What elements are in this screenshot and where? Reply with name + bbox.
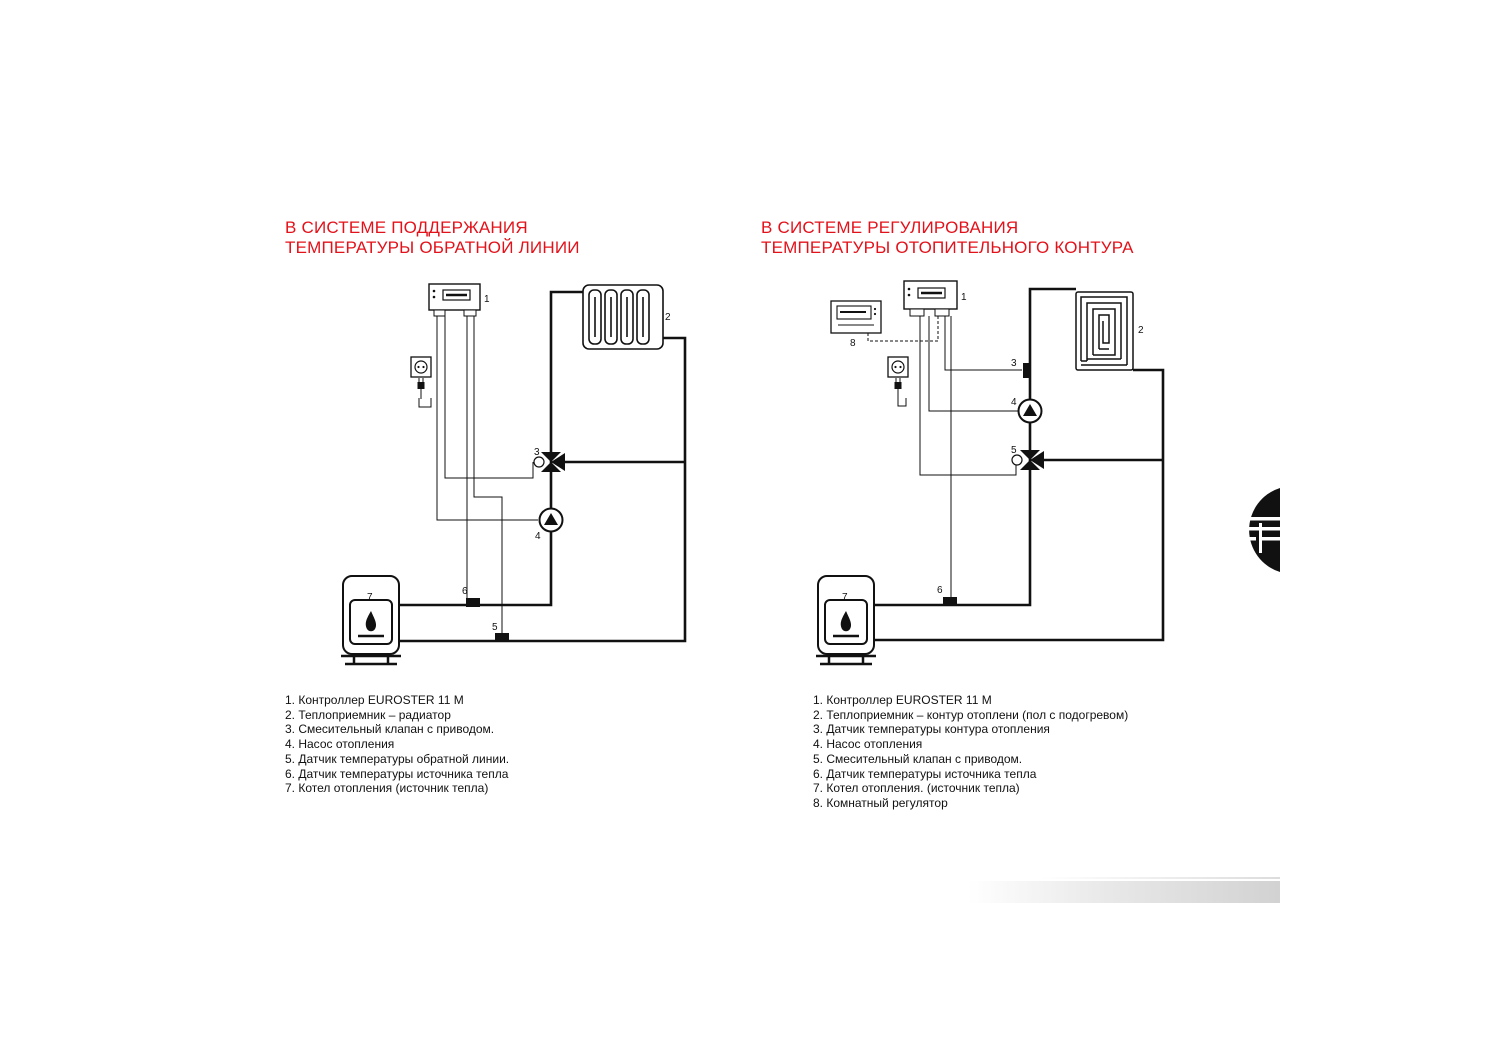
left-legend-item: 5. Датчик температуры обратной линии. xyxy=(285,751,510,766)
right-room-regulator xyxy=(830,300,882,334)
right-label-4: 4 xyxy=(1011,397,1017,408)
left-title-line2: ТЕМПЕРАТУРЫ ОБРАТНОЙ ЛИНИИ xyxy=(285,238,580,257)
right-socket-icon xyxy=(887,356,909,400)
edge-tab-icon xyxy=(1236,488,1280,572)
right-floor-coil xyxy=(1075,291,1134,371)
left-wiring xyxy=(418,316,538,633)
right-legend-item: 1. Контроллер EUROSTER 11 M xyxy=(813,693,992,707)
left-sensor-return xyxy=(495,633,509,642)
right-label-1: 1 xyxy=(961,292,967,303)
right-mixing-valve xyxy=(1020,450,1044,470)
left-legend-item: 1. Контроллер EUROSTER 11 M xyxy=(285,693,464,707)
left-legend: 1. Контроллер EUROSTER 11 M 2. Теплоприе… xyxy=(285,693,509,796)
right-title-line2: ТЕМПЕРАТУРЫ ОТОПИТЕЛЬНОГО КОНТУРА xyxy=(761,238,1134,257)
left-label-7: 7 xyxy=(367,592,373,603)
right-pump-icon xyxy=(1017,398,1043,424)
left-valve-actuator xyxy=(533,456,545,468)
right-label-8: 8 xyxy=(850,338,856,349)
right-legend-item: 7. Котел отопления. (источник тепла) xyxy=(813,781,1020,796)
right-legend: 1. Контроллер EUROSTER 11 M 2. Теплоприе… xyxy=(813,693,1128,811)
right-legend-item: 2. Теплоприемник – контур отоплени (пол … xyxy=(813,707,1129,722)
right-legend-item: 3. Датчик температуры контура отопления xyxy=(813,722,1050,737)
left-label-4: 4 xyxy=(535,531,541,542)
footer-gradient-bar xyxy=(968,881,1280,903)
left-legend-item: 7. Котел отопления (источник тепла) xyxy=(285,781,489,796)
left-legend-item: 2. Теплоприемник – радиатор xyxy=(285,707,451,722)
right-boiler xyxy=(814,574,878,666)
left-sensor-source xyxy=(466,598,480,607)
left-pump-icon xyxy=(538,507,564,533)
right-label-6: 6 xyxy=(937,585,943,596)
right-sensor-circuit xyxy=(1023,363,1031,378)
left-legend-item: 6. Датчик температуры источника тепла xyxy=(285,766,509,781)
left-controller xyxy=(428,283,481,317)
left-socket-icon xyxy=(410,356,432,400)
right-label-3: 3 xyxy=(1011,358,1017,369)
left-scheme: 1 2 3 4 5 6 7 xyxy=(339,283,687,666)
left-label-3: 3 xyxy=(534,447,540,458)
right-valve-actuator xyxy=(1011,454,1023,466)
right-label-5: 5 xyxy=(1011,445,1017,456)
left-legend-item: 4. Насос отопления xyxy=(285,737,395,752)
left-radiator xyxy=(582,284,664,350)
right-sensor-source xyxy=(943,597,957,606)
left-label-1: 1 xyxy=(484,294,490,305)
right-legend-item: 5. Смесительный клапан с приводом. xyxy=(813,751,1023,766)
right-legend-item: 4. Насос отопления xyxy=(813,737,923,752)
right-title: В СИСТЕМЕ РЕГУЛИРОВАНИЯ ТЕМПЕРАТУРЫ ОТОП… xyxy=(761,218,1134,258)
right-scheme: 1 2 3 4 5 6 7 8 xyxy=(814,280,1165,666)
right-label-2: 2 xyxy=(1138,325,1144,336)
left-label-5: 5 xyxy=(492,622,498,633)
left-legend-item: 3. Смесительный клапан с приводом. xyxy=(285,722,495,737)
right-legend-item: 8. Комнатный регулятор xyxy=(813,795,948,810)
right-legend-item: 6. Датчик температуры источника тепла xyxy=(813,766,1037,781)
right-room-link xyxy=(867,316,939,342)
footer-line xyxy=(1040,877,1280,879)
right-controller xyxy=(903,280,958,317)
right-title-line1: В СИСТЕМЕ РЕГУЛИРОВАНИЯ xyxy=(761,218,1019,237)
left-label-6: 6 xyxy=(462,586,468,597)
left-title: В СИСТЕМЕ ПОДДЕРЖАНИЯ ТЕМПЕРАТУРЫ ОБРАТН… xyxy=(285,218,580,258)
right-wiring xyxy=(897,316,1022,598)
left-boiler xyxy=(339,574,403,666)
right-label-7: 7 xyxy=(842,592,848,603)
left-label-2: 2 xyxy=(665,312,671,323)
left-title-line1: В СИСТЕМЕ ПОДДЕРЖАНИЯ xyxy=(285,218,528,237)
